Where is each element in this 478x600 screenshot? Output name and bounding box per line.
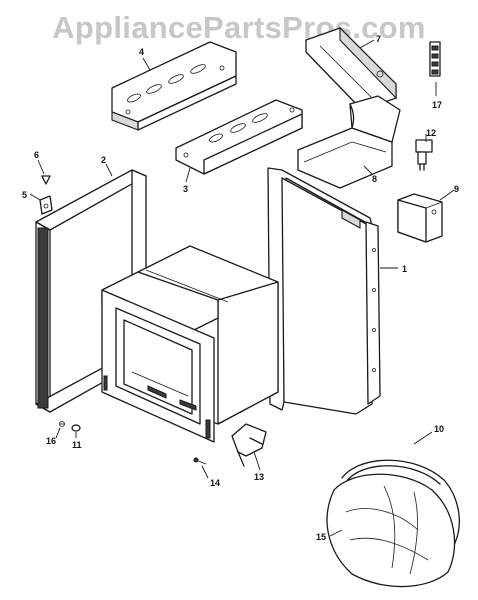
part-17-terminal-block: [429, 41, 441, 77]
part-15-insulation: [326, 473, 456, 588]
part-5-hinge: [39, 195, 53, 215]
part-4-bracket: [111, 41, 237, 131]
part-8-duct: [297, 95, 401, 189]
callout-3: 3: [183, 184, 188, 194]
callout-8: 8: [372, 174, 377, 184]
part-14-screw: [193, 457, 207, 465]
part-1-side-panel: [267, 167, 381, 415]
watermark-logo: AppliancePartsPros.com: [52, 10, 426, 45]
part-6-screw: [41, 175, 51, 185]
callout-17: 17: [432, 100, 442, 110]
callout-11: 11: [72, 440, 82, 450]
callout-6: 6: [34, 150, 39, 160]
callout-5: 5: [22, 190, 27, 200]
callout-16: 16: [46, 436, 56, 446]
callout-1: 1: [402, 264, 407, 274]
part-13-latch: [231, 423, 267, 467]
callout-13: 13: [254, 472, 264, 482]
part-9-box: [397, 193, 443, 243]
callout-4: 4: [139, 47, 144, 57]
oven-cavity-body: [101, 245, 279, 443]
part-7-bracket: [305, 26, 397, 111]
callout-2: 2: [101, 155, 106, 165]
callout-14: 14: [210, 478, 220, 488]
part-16-screw: [59, 421, 65, 427]
callout-10: 10: [434, 424, 444, 434]
part-10-gasket: [341, 459, 460, 557]
part-3-bracket: [175, 99, 303, 175]
callout-7: 7: [376, 34, 381, 44]
part-12-switch: [415, 139, 433, 171]
callout-leaders: [29, 39, 455, 537]
callout-12: 12: [426, 128, 436, 138]
callout-15: 15: [316, 532, 326, 542]
part-2-door-frame: [35, 169, 147, 413]
callout-labels: 4 3 7 17 12 8 9 2 6 5 1 10 11 16 13 14 1…: [22, 34, 459, 542]
part-11-clip: [71, 424, 81, 432]
callout-9: 9: [454, 184, 459, 194]
